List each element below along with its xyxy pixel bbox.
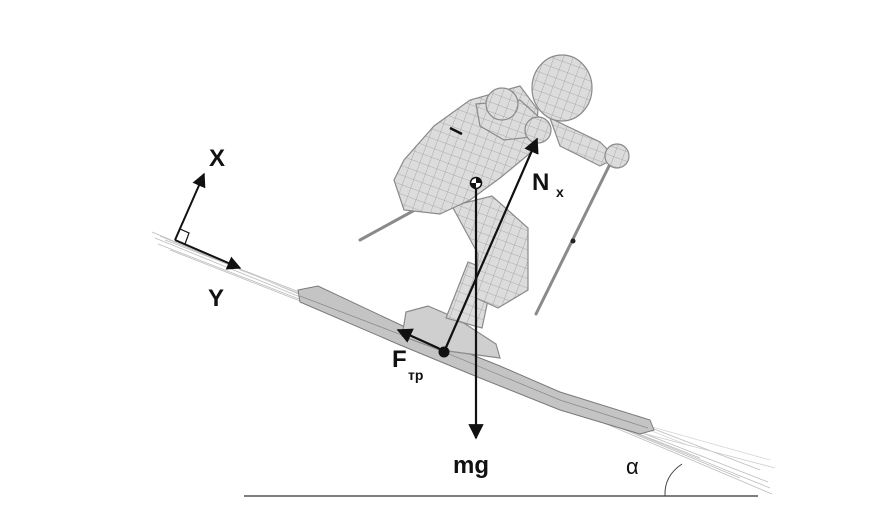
normal-force-subscript: x bbox=[556, 184, 564, 200]
normal-force-label: N bbox=[532, 169, 549, 196]
right-angle-mark bbox=[179, 228, 190, 245]
friction-force-label: F bbox=[392, 346, 407, 373]
y-axis-arrow bbox=[174, 239, 242, 270]
center-of-mass bbox=[469, 176, 483, 190]
y-axis-label: Y bbox=[208, 285, 224, 312]
x-axis-label: X bbox=[209, 145, 225, 172]
angle-label: α bbox=[626, 454, 639, 479]
contact-point bbox=[438, 346, 450, 358]
normal-vector bbox=[442, 137, 539, 353]
angle-arc bbox=[664, 463, 683, 497]
x-axis-arrow bbox=[174, 172, 206, 241]
bib-mark bbox=[449, 126, 463, 136]
friction-force-subscript: тр bbox=[408, 367, 423, 383]
pole-basket bbox=[570, 238, 576, 244]
skier-figure bbox=[393, 54, 630, 359]
coordinate-axes bbox=[174, 172, 242, 270]
gravity-label: mg bbox=[453, 452, 489, 479]
